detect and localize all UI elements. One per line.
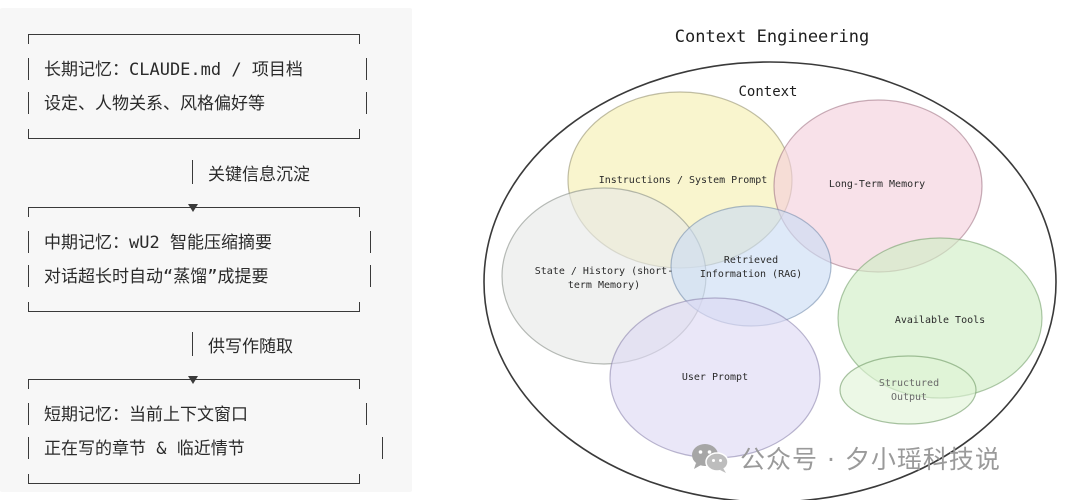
box-side bbox=[28, 58, 29, 80]
mid-term-memory-line-2: 对话超长时自动“蒸馏”成提要 bbox=[44, 267, 269, 287]
watermark: 公众号 · 夕小瑶科技说 bbox=[690, 438, 1001, 478]
context-label: Context bbox=[738, 84, 797, 100]
short-term-memory-line-1: 短期记忆：当前上下文窗口 bbox=[44, 405, 248, 425]
connector-line bbox=[192, 332, 193, 356]
state-history-label-line-2: term Memory) bbox=[568, 280, 640, 291]
retrieved-label-line-1: Retrieved bbox=[724, 255, 778, 266]
arrow-down-icon bbox=[188, 376, 198, 384]
arrow-down-icon bbox=[188, 204, 198, 212]
mid-term-memory-line-1: 中期记忆：wU2 智能压缩摘要 bbox=[44, 233, 272, 253]
structured-output-label-line-1: Structured bbox=[879, 378, 939, 389]
box-corner bbox=[359, 379, 360, 389]
structured-output-circle bbox=[839, 355, 977, 425]
box-side bbox=[370, 265, 371, 287]
box-bottom-border bbox=[28, 483, 360, 484]
diagram-title: Context Engineering bbox=[675, 27, 869, 47]
box-corner bbox=[359, 474, 360, 484]
box-corner bbox=[359, 34, 360, 44]
box-side bbox=[28, 231, 29, 253]
box-side bbox=[366, 403, 367, 425]
box-corner bbox=[28, 474, 29, 484]
connector-line bbox=[192, 160, 193, 184]
retrieved-label-line-2: Information (RAG) bbox=[700, 269, 802, 280]
connector-label-2: 供写作随取 bbox=[208, 337, 293, 357]
state-history-label-line-1: State / History (short- bbox=[535, 266, 673, 277]
box-side bbox=[382, 437, 383, 459]
context-engineering-diagram: Context Engineering Context Instructions… bbox=[483, 27, 1057, 500]
box-corner bbox=[359, 302, 360, 312]
box-corner bbox=[28, 379, 29, 389]
box-side bbox=[28, 403, 29, 425]
available-tools-label: Available Tools bbox=[895, 315, 985, 326]
instructions-label: Instructions / System Prompt bbox=[599, 175, 768, 186]
box-side bbox=[28, 265, 29, 287]
memory-hierarchy-panel: 长期记忆：CLAUDE.md / 项目档 设定、人物关系、风格偏好等 关键信息沉… bbox=[0, 8, 412, 492]
box-side bbox=[366, 92, 367, 114]
box-corner bbox=[28, 207, 29, 217]
long-term-memory-line-1: 长期记忆：CLAUDE.md / 项目档 bbox=[44, 60, 303, 80]
short-term-memory-line-2: 正在写的章节 & 临近情节 bbox=[44, 439, 245, 459]
structured-output-label-line-2: Output bbox=[891, 392, 927, 403]
long-term-memory-label: Long-Term Memory bbox=[829, 179, 925, 190]
box-corner bbox=[28, 34, 29, 44]
context-outer-ellipse bbox=[483, 61, 1057, 500]
box-corner bbox=[28, 129, 29, 139]
user-prompt-label: User Prompt bbox=[682, 372, 748, 383]
box-side bbox=[366, 58, 367, 80]
watermark-text: 公众号 · 夕小瑶科技说 bbox=[740, 445, 1001, 474]
box-side bbox=[28, 92, 29, 114]
wechat-icon bbox=[692, 444, 729, 473]
box-bottom-border bbox=[28, 311, 360, 312]
box-bottom-border bbox=[28, 138, 360, 139]
connector-label-1: 关键信息沉淀 bbox=[208, 165, 310, 185]
box-corner bbox=[359, 129, 360, 139]
box-corner bbox=[359, 207, 360, 217]
box-top-border bbox=[28, 34, 360, 35]
box-side bbox=[28, 437, 29, 459]
box-side bbox=[370, 231, 371, 253]
box-corner bbox=[28, 302, 29, 312]
long-term-memory-line-2: 设定、人物关系、风格偏好等 bbox=[44, 94, 265, 114]
